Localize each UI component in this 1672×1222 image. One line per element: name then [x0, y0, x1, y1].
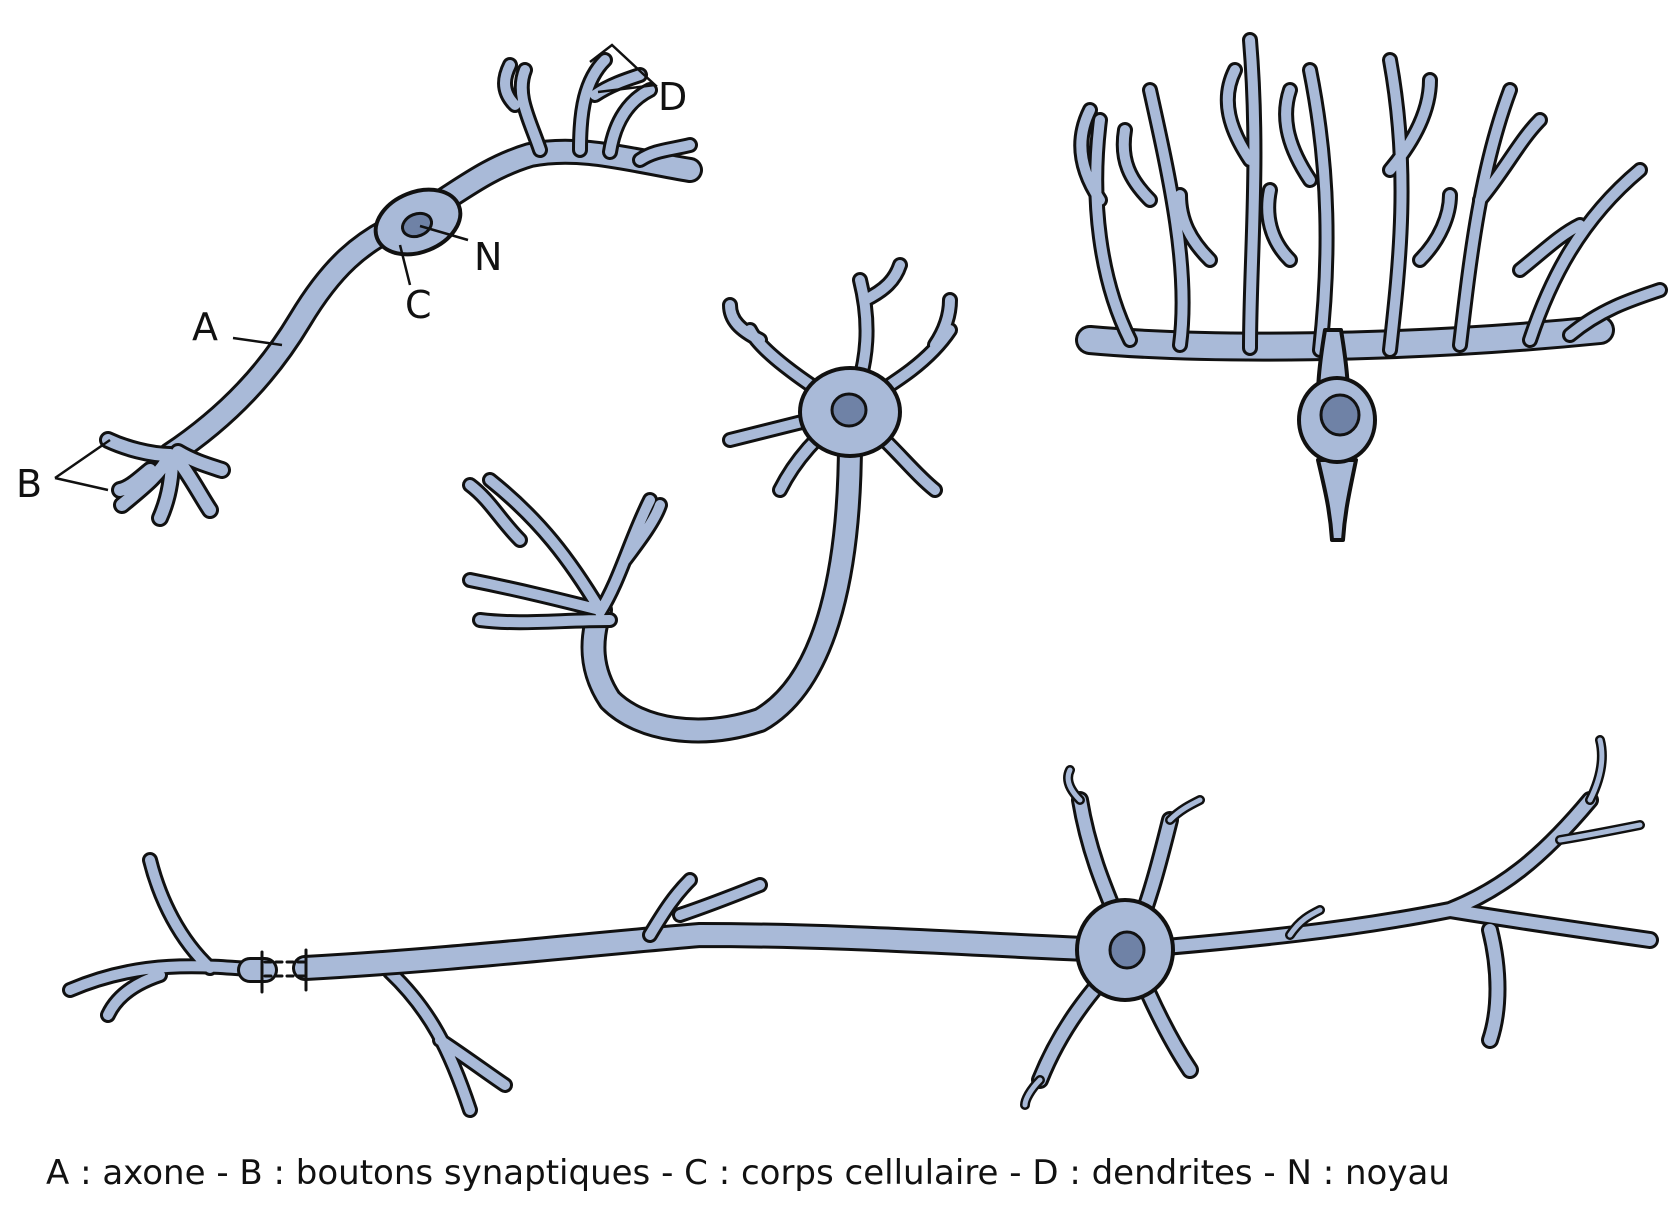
multipolar-axon	[593, 440, 850, 730]
multipolar-neuron	[470, 265, 950, 730]
long-nucleus	[1110, 932, 1144, 968]
purkinje-dendritic-tree	[1081, 40, 1660, 350]
multipolar-nucleus	[832, 394, 866, 426]
label-B-leader	[55, 440, 110, 490]
label-D: D	[658, 75, 687, 119]
bipolar-neuron: D N C A B	[16, 45, 690, 518]
label-C: C	[405, 283, 432, 327]
long-multipolar-neuron	[70, 740, 1650, 1110]
purkinje-nucleus	[1321, 395, 1359, 435]
multipolar-axon-terminals	[470, 480, 660, 622]
long-axon-left-terminal	[70, 860, 505, 1110]
figure-caption: A : axone - B : boutons synaptiques - C …	[46, 1153, 1666, 1193]
bipolar-synaptic-boutons	[108, 440, 222, 518]
label-A: A	[192, 305, 218, 349]
label-B: B	[16, 462, 42, 506]
long-axon-shaft	[250, 935, 1110, 992]
purkinje-neuron	[1081, 40, 1660, 540]
label-N: N	[474, 235, 502, 279]
